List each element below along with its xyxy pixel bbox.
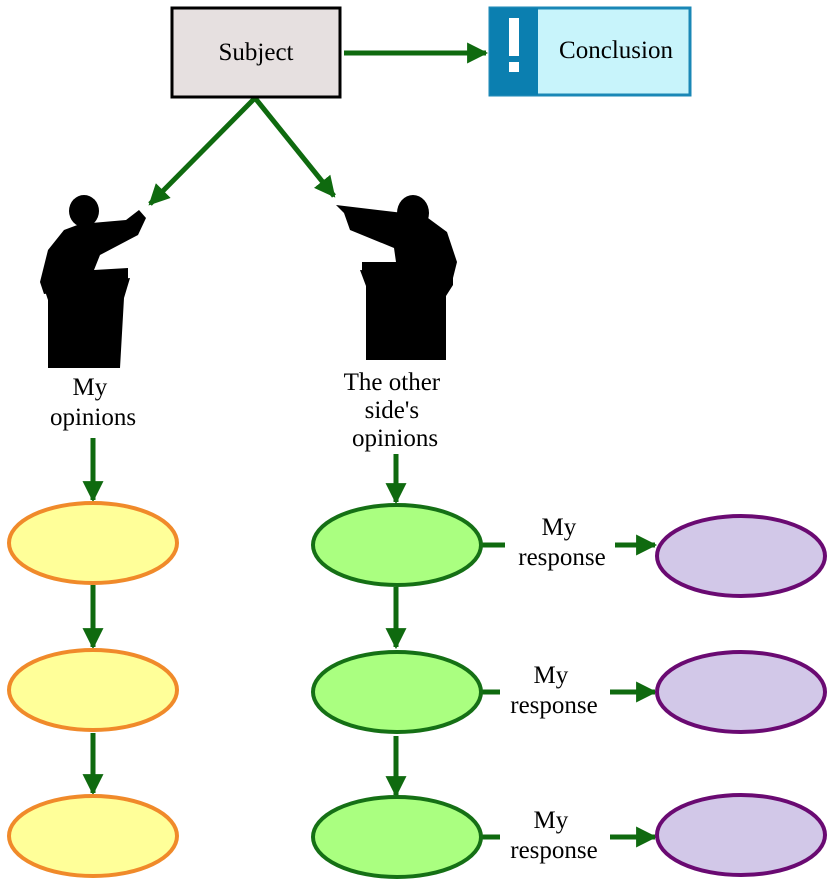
response-oval-1[interactable] (655, 514, 827, 598)
arrow-subject-to-other-speaker (253, 96, 336, 198)
response-oval-2[interactable] (655, 650, 827, 734)
subject-label: Subject (219, 39, 294, 66)
exclamation-icon (509, 18, 519, 72)
subject-node[interactable]: Subject (170, 6, 342, 99)
response-label-1: My response (518, 514, 605, 571)
response-label-2: My response (510, 662, 597, 719)
conclusion-label: Conclusion (559, 37, 673, 64)
my-opinion-oval-1[interactable] (7, 501, 179, 585)
other-opinion-oval-2[interactable] (311, 650, 483, 734)
other-opinions-label: The other side's opinions (344, 369, 447, 452)
connectors (82, 42, 658, 848)
response-label-3: My response (510, 807, 597, 864)
my-opinions-label: My opinions (50, 374, 136, 431)
response-oval-3[interactable] (655, 793, 827, 877)
other-opinion-oval-3[interactable] (311, 795, 483, 879)
other-opinion-oval-1[interactable] (311, 503, 483, 587)
arrow-subject-to-my-speaker (148, 96, 257, 206)
my-opinion-oval-2[interactable] (7, 648, 179, 732)
conclusion-node[interactable]: Conclusion (488, 6, 692, 97)
my-opinion-oval-3[interactable] (7, 794, 179, 878)
my-speaker-icon (40, 195, 146, 368)
other-speaker-icon (336, 195, 457, 360)
